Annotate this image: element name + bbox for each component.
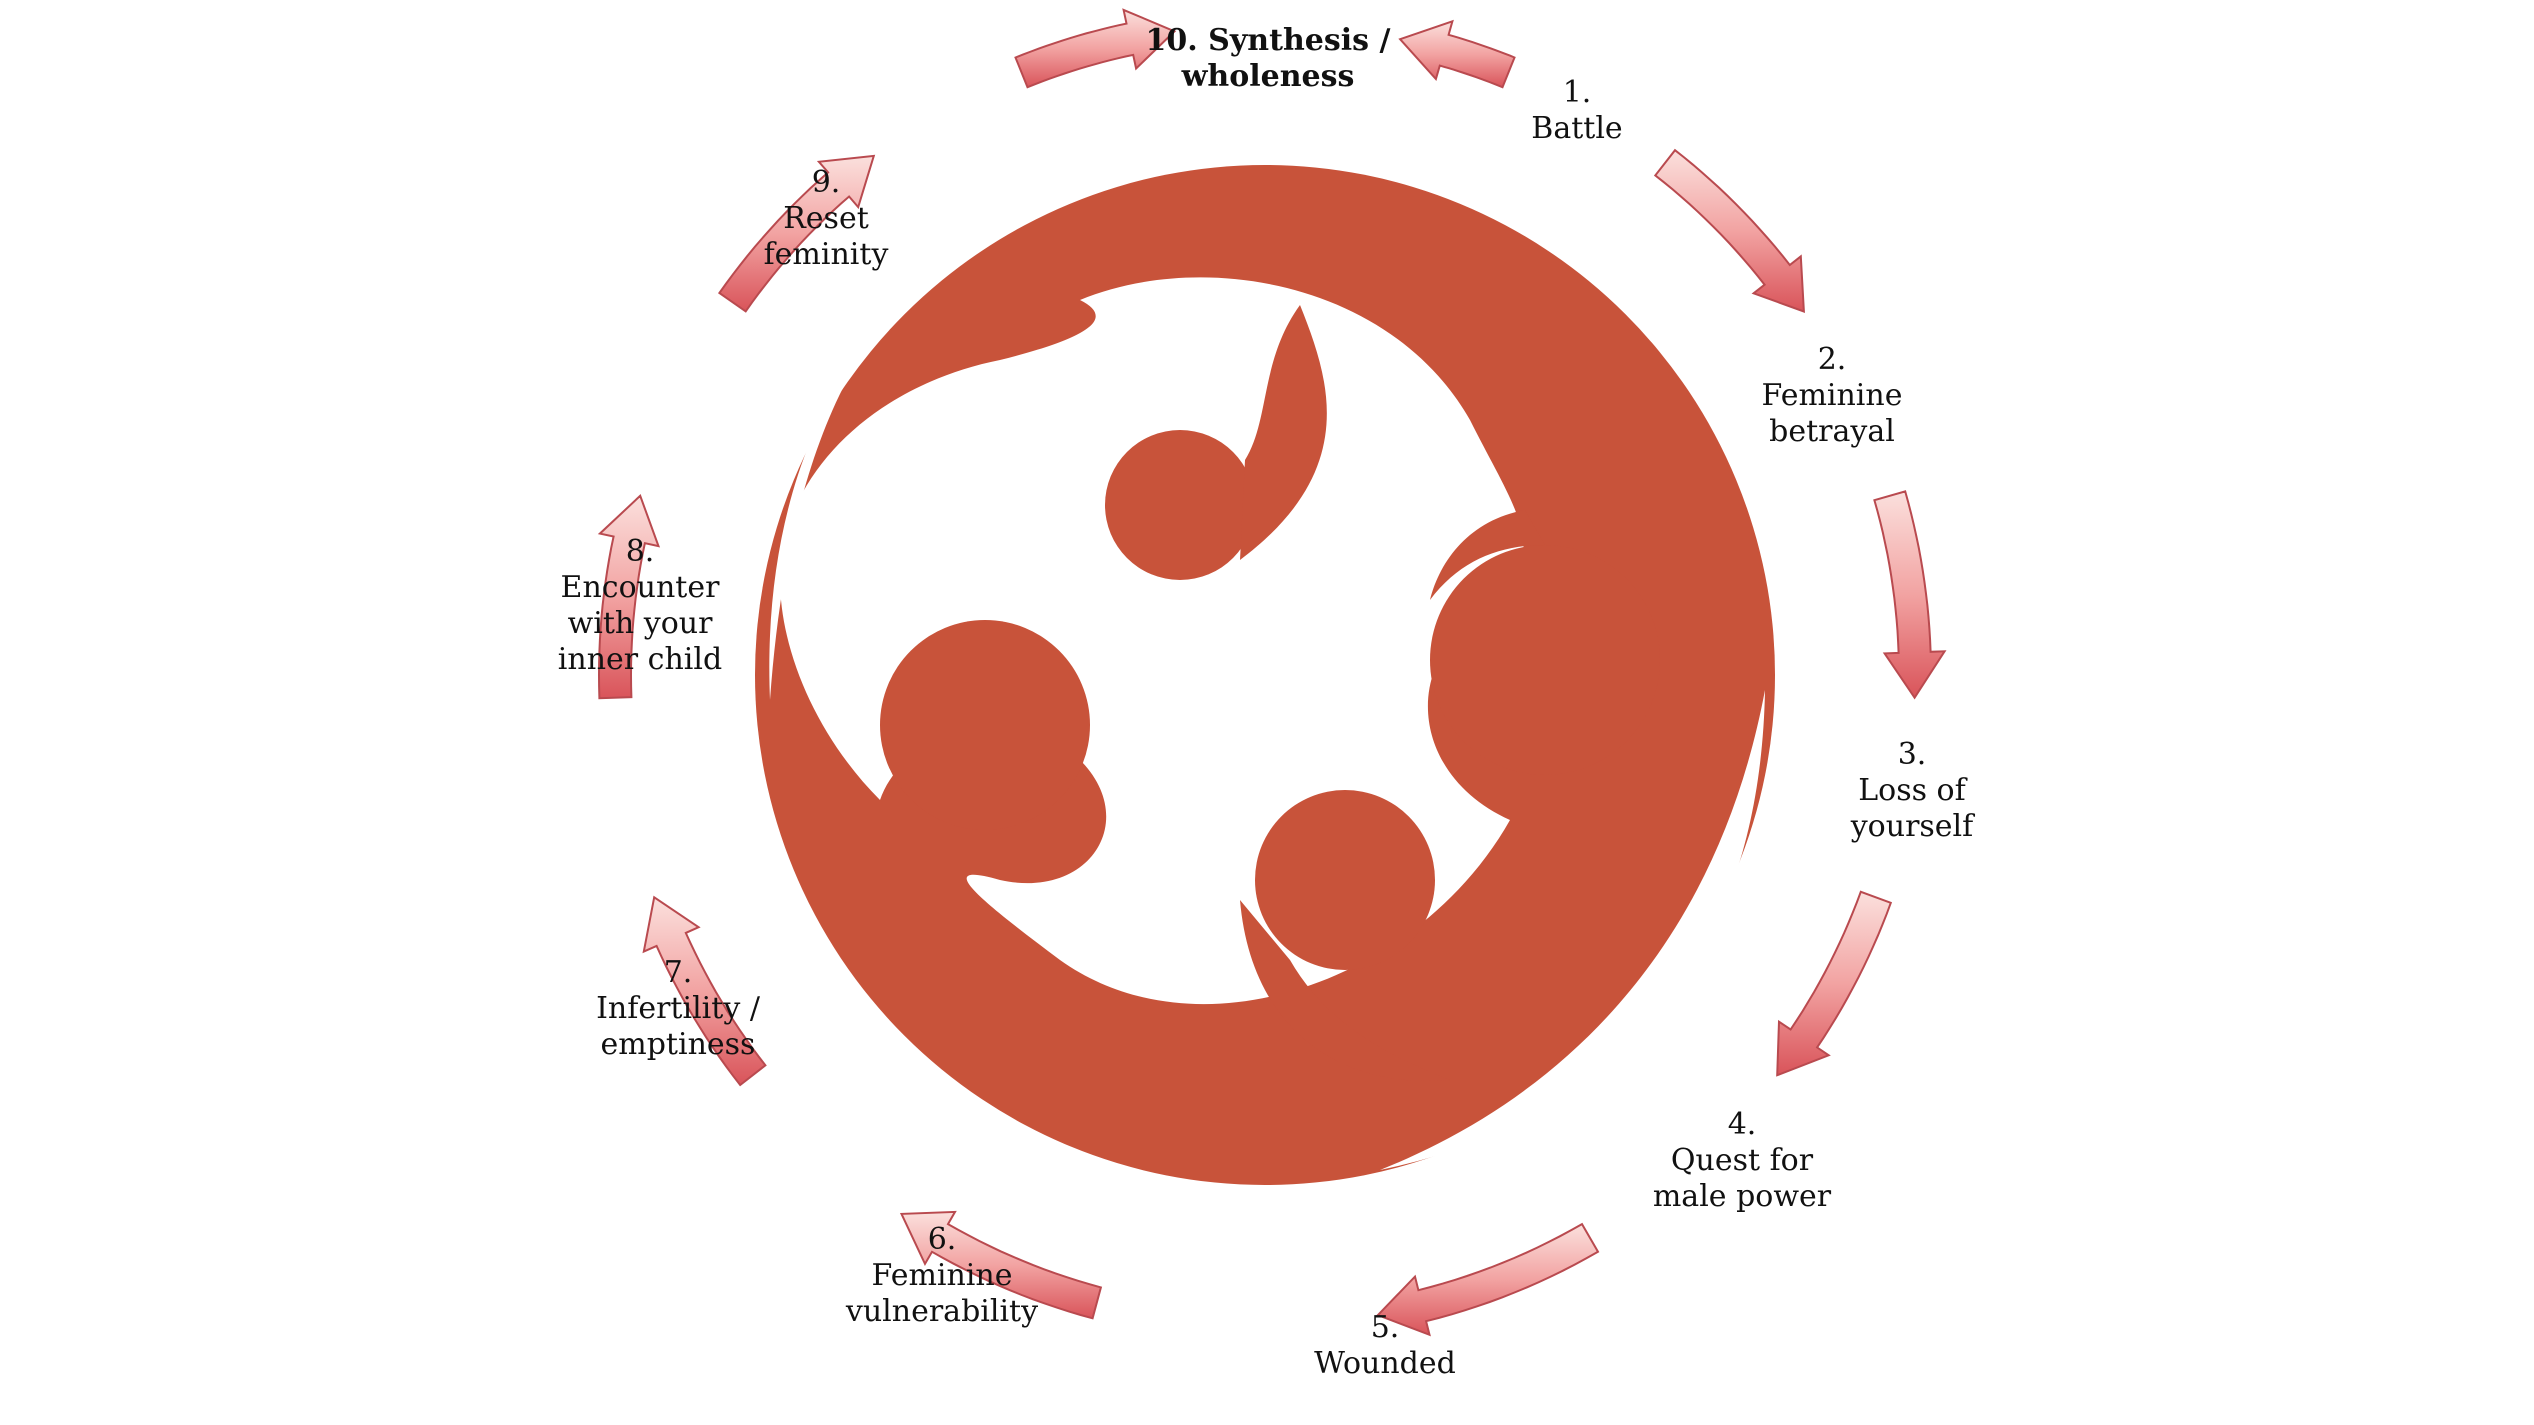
step-4-line: 4. — [1728, 1107, 1757, 1142]
step-1-label: 1.Battle — [1531, 75, 1622, 146]
step-6-line: vulnerability — [845, 1294, 1038, 1329]
cycle-arrow-icon — [1014, 8, 1177, 89]
step-10-line: wholeness — [1181, 59, 1355, 94]
step-9-line: feminity — [764, 237, 889, 272]
step-2-line: betrayal — [1769, 414, 1895, 449]
cycle-arrow-icon — [1376, 1222, 1600, 1337]
cycle-arrow-icon — [1873, 490, 1947, 700]
cycle-arrow-icon — [899, 1210, 1103, 1320]
step-7-line: emptiness — [601, 1027, 756, 1062]
step-3-line: 3. — [1898, 737, 1927, 772]
swirl-head-top — [1105, 430, 1255, 580]
step-5-line: 5. — [1371, 1310, 1400, 1345]
swirl-tail-top — [1240, 305, 1327, 560]
step-8-line: 8. — [626, 534, 655, 569]
step-1-line: Battle — [1531, 111, 1622, 146]
step-5-label: 5.Wounded — [1314, 1310, 1456, 1381]
cycle-arrow-icon — [1653, 148, 1805, 313]
triple-swirl-emblem-icon — [755, 165, 1775, 1185]
step-4-line: Quest for — [1671, 1143, 1814, 1178]
step-4-line: male power — [1653, 1179, 1832, 1214]
step-2-line: Feminine — [1762, 378, 1903, 413]
step-10-label: 10. Synthesis /wholeness — [1146, 23, 1391, 94]
step-6-line: 6. — [928, 1222, 957, 1257]
step-8-line: inner child — [558, 642, 722, 677]
step-7-line: Infertility / — [596, 991, 761, 1026]
step-8-line: with your — [568, 606, 714, 641]
step-6-line: Feminine — [872, 1258, 1013, 1293]
cycle-arrow-icon — [642, 895, 767, 1087]
swirl-head-right — [1430, 545, 1660, 775]
step-1-line: 1. — [1563, 75, 1592, 110]
cycle-arrow-icon — [597, 494, 661, 700]
step-7-line: 7. — [664, 955, 693, 990]
cycle-arrows — [597, 8, 1947, 1337]
swirl-tail-bottom — [1240, 900, 1450, 1081]
swirl-tail-right — [1430, 510, 1545, 600]
emblem-rim-gap-right — [1380, 690, 1765, 1170]
cycle-arrow-icon — [1776, 890, 1893, 1077]
step-10-line: 10. Synthesis / — [1146, 23, 1391, 58]
step-9-line: 9. — [812, 165, 841, 200]
swirl-head-bottom — [1255, 790, 1435, 970]
cycle-arrow-icon — [1398, 19, 1516, 89]
step-2-line: 2. — [1818, 342, 1847, 377]
step-8-line: Encounter — [561, 570, 721, 605]
step-3-line: yourself — [1850, 809, 1975, 844]
step-3-line: Loss of — [1858, 773, 1967, 808]
emblem-inner — [880, 305, 1660, 1081]
cycle-arrow-icon — [717, 154, 876, 313]
step-5-line: Wounded — [1314, 1346, 1456, 1381]
step-7-label: 7.Infertility /emptiness — [596, 955, 761, 1062]
step-9-line: Reset — [783, 201, 869, 236]
swirl-head-left — [880, 620, 1090, 830]
